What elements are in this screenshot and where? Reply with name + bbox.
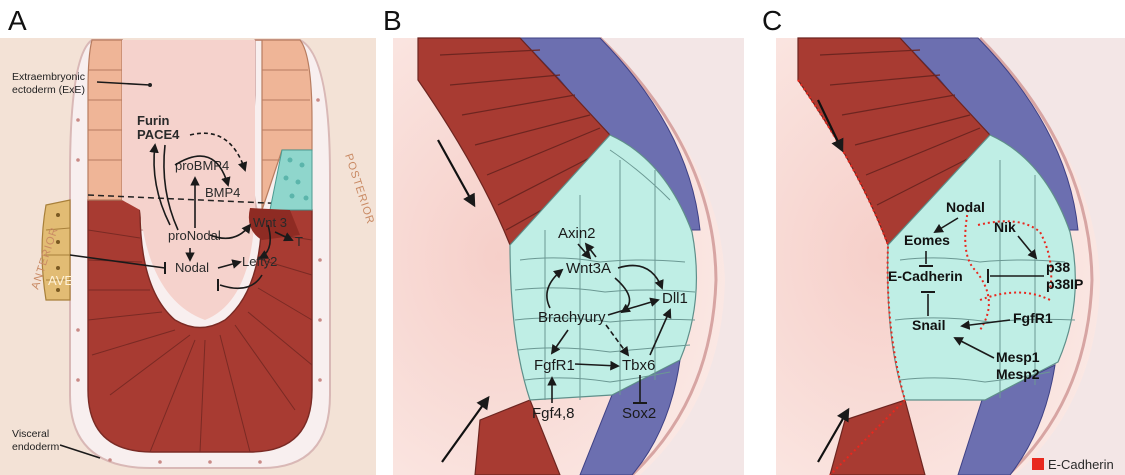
nodal-label: Nodal bbox=[175, 260, 209, 275]
eomes-label: Eomes bbox=[904, 232, 950, 248]
exe-label-line2: ectoderm (ExE) bbox=[12, 84, 85, 96]
panel-a-letter: A bbox=[8, 5, 27, 36]
exe-label-line1: Extraembryonic bbox=[12, 71, 85, 83]
bmp4-label: BMP4 bbox=[205, 185, 240, 200]
legend-swatch bbox=[1032, 458, 1044, 470]
fgf48-label: Fgf4,8 bbox=[532, 405, 575, 422]
panel-c-letter: C bbox=[762, 5, 782, 36]
ve-label-line1: Visceral bbox=[12, 428, 49, 440]
exe-left bbox=[88, 40, 122, 200]
wnt3-label: Wnt 3 bbox=[253, 215, 287, 230]
mesp1-label: Mesp1 bbox=[996, 349, 1040, 365]
p38ip-label: p38IP bbox=[1046, 276, 1083, 292]
snail-label: Snail bbox=[912, 317, 945, 333]
furin-label: Furin bbox=[137, 113, 170, 128]
t-label: T bbox=[295, 234, 303, 249]
wnt3a-label: Wnt3A bbox=[566, 260, 611, 277]
p38-label: p38 bbox=[1046, 259, 1070, 275]
dll1-label: Dll1 bbox=[662, 290, 688, 307]
sox2-label: Sox2 bbox=[622, 405, 656, 422]
panel-c: C No bbox=[762, 5, 1125, 475]
ave-label: AVE bbox=[48, 273, 73, 288]
pace4-label: PACE4 bbox=[137, 127, 180, 142]
axin2-label: Axin2 bbox=[558, 225, 596, 242]
ecadherin-label: E-Cadherin bbox=[888, 268, 963, 284]
nodal-c-label: Nodal bbox=[946, 199, 985, 215]
lefty2-label: Lefty2 bbox=[242, 254, 277, 269]
fgfr1-c-label: FgfR1 bbox=[1013, 310, 1053, 326]
ve-label-line2: endoderm bbox=[12, 441, 60, 453]
tbx6-label: Tbx6 bbox=[622, 357, 655, 374]
panel-a: A bbox=[0, 5, 376, 475]
legend-label: E-Cadherin bbox=[1048, 457, 1114, 472]
exe-pointer-dot bbox=[148, 83, 152, 87]
brachyury-label: Brachyury bbox=[538, 309, 606, 326]
panel-b: B Axin2 Wn bbox=[383, 5, 744, 475]
fgfr1-b-label: FgfR1 bbox=[534, 357, 575, 374]
mesp2-label: Mesp2 bbox=[996, 366, 1040, 382]
panel-b-letter: B bbox=[383, 5, 402, 36]
nik-label: Nik bbox=[994, 219, 1016, 235]
